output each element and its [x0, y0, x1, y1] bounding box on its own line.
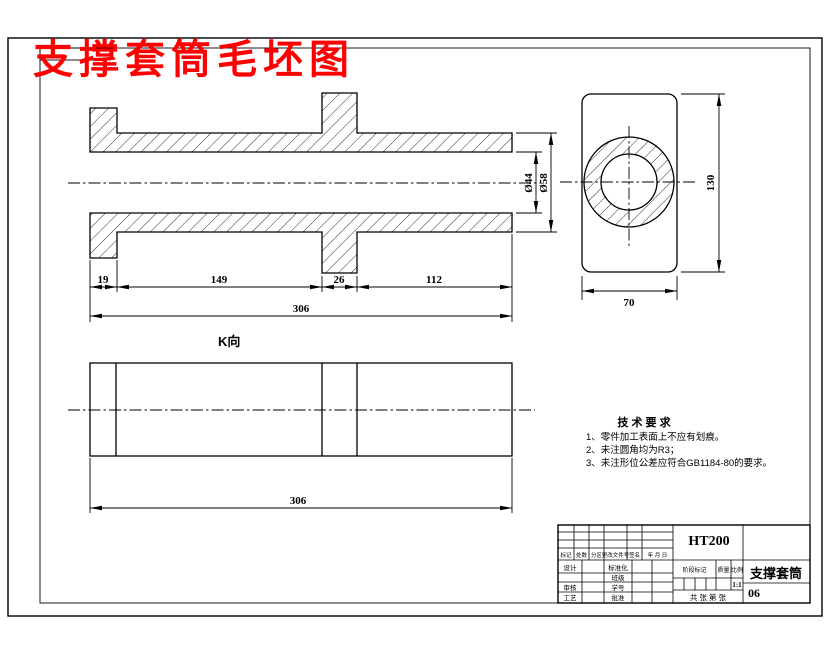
dim-26: 26: [334, 274, 346, 286]
mid-label: 学号: [612, 583, 626, 592]
mid-label: 标准化: [608, 563, 628, 572]
mid-label: 批准: [612, 593, 626, 602]
dim-306-kview: 306: [290, 495, 307, 507]
tech-requirement-item: 1、零件加工表面上不应有划痕。: [586, 431, 724, 443]
main-view-dimensions: 19 149 26 112 306 Ø44 Ø58: [89, 132, 557, 322]
frame-corner-box: [39, 47, 111, 61]
dim-bore-diameter: Ø44: [523, 173, 535, 193]
dim-outer-diameter: Ø58: [538, 173, 550, 193]
tech-requirement-item: 3、未注形位公差应符合GB1184-80的要求。: [586, 457, 772, 469]
tech-requirement-item: 2、未注圆角均为R3；: [586, 444, 679, 456]
upper-section-hatch: [89, 92, 513, 153]
revision-header: 签名: [629, 551, 640, 559]
dim-112: 112: [426, 274, 442, 286]
k-view-outline: [89, 362, 513, 457]
page-title: 支撑套筒毛坯图: [33, 37, 355, 82]
mid-label: 班级: [612, 573, 626, 582]
role-label: 设计: [564, 563, 578, 572]
title-block-grid: [558, 525, 810, 603]
tech-requirements-title: 技 术 要 求: [617, 415, 671, 429]
sheet-count: 共 张 第 张: [690, 592, 727, 602]
drawing-number: 06: [748, 586, 760, 600]
lower-section-hatch: [89, 212, 513, 274]
side-view-outline: [581, 93, 678, 273]
dim-19: 19: [98, 274, 110, 286]
dim-306-main: 306: [293, 303, 310, 315]
revision-header: 标记: [560, 551, 572, 559]
main-section-view: [68, 92, 540, 274]
inner-frame: [39, 47, 811, 604]
tech-requirements: 技 术 要 求 1、零件加工表面上不应有划痕。 2、未注圆角均为R3； 3、未注…: [586, 415, 772, 469]
outer-border: [7, 37, 823, 617]
role-label: 工艺: [564, 594, 578, 602]
revision-header: 更改文件号: [602, 551, 630, 559]
mass-header: 质量: [717, 566, 729, 574]
stage-header: 阶段标记: [682, 566, 706, 574]
scale-value: 1:1: [732, 581, 742, 589]
title-block: 标记 处数 分区 更改文件号 签名 年 月 日 设计 审核 工艺 标准化 班级 …: [557, 524, 811, 604]
revision-header: 分区: [591, 551, 603, 559]
side-view: 130 70: [560, 93, 725, 309]
k-view: K向 306: [68, 334, 535, 513]
scale-header: 比例: [731, 566, 743, 574]
sheet-border: [7, 37, 823, 617]
dim-149: 149: [211, 274, 228, 286]
material-label: HT200: [688, 534, 729, 549]
dim-70: 70: [624, 297, 636, 309]
dim-130: 130: [705, 174, 717, 191]
revision-header: 处数: [576, 551, 588, 559]
part-name: 支撑套筒: [749, 566, 802, 581]
role-label: 审核: [564, 583, 578, 592]
revision-header: 年 月 日: [648, 551, 668, 559]
k-view-label: K向: [218, 334, 240, 349]
